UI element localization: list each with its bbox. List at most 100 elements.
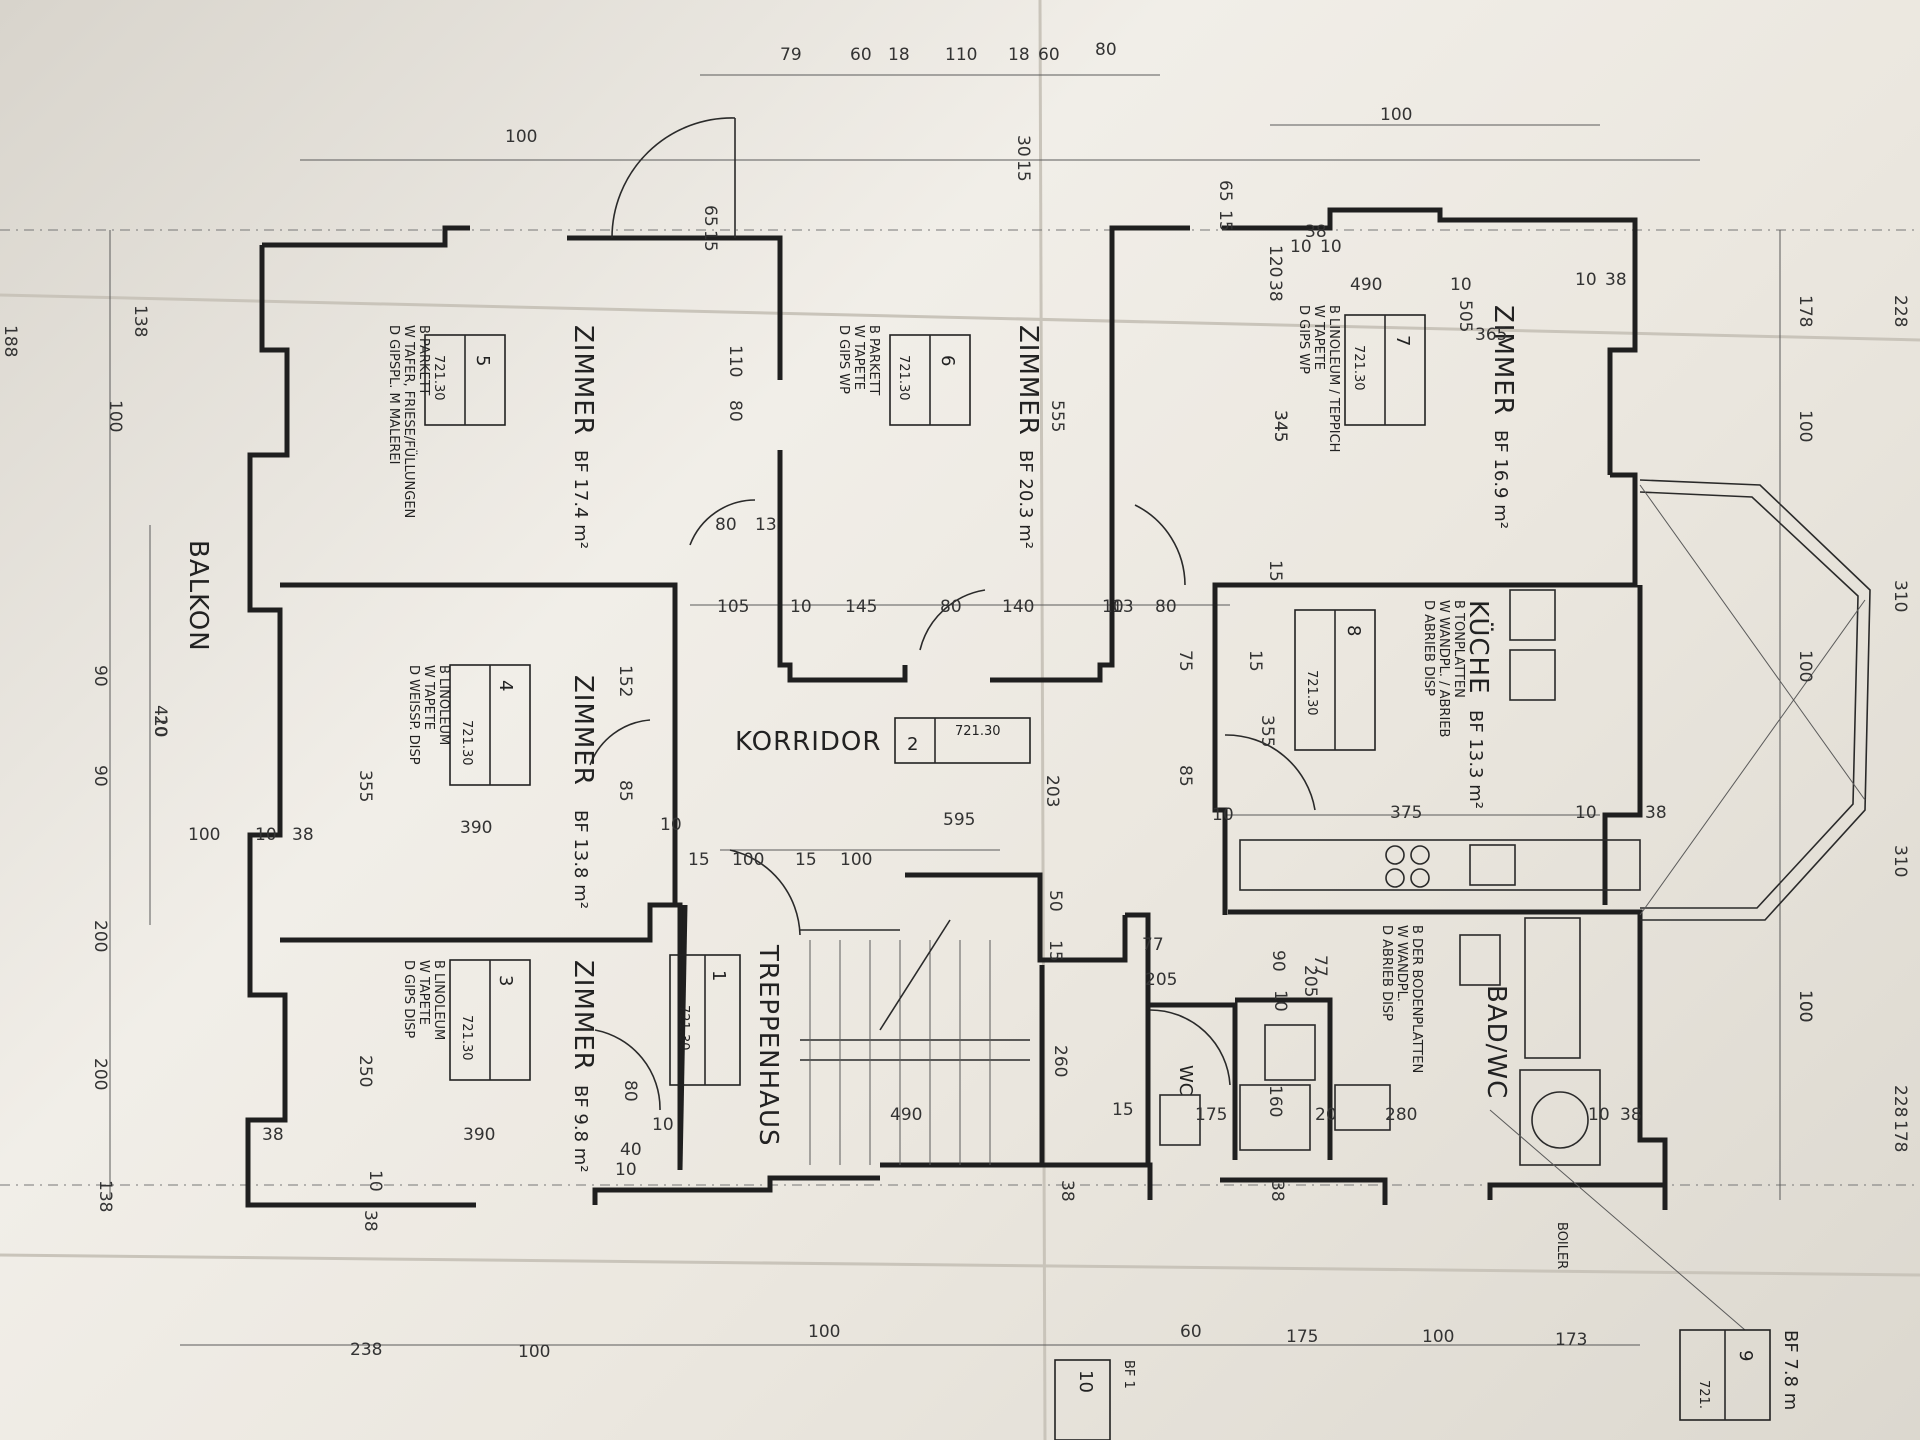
dimension-label: 10 [790,597,812,617]
dimension-label: 228 [1890,1085,1910,1117]
room-zimmer5-label: ZIMMER BF 17.4 m² 5 721.30 B PARKETT W T… [386,325,598,549]
dimension-label: 60 [1038,45,1060,65]
spec-ceiling: D ABRIEB DISP [1379,925,1394,1021]
room-area: BF 13.3 m² [1465,710,1486,809]
dimension-label: 355 [1257,715,1277,747]
spec-wall: W TAPETE [851,325,866,390]
room-kueche-label: KÜCHE BF 13.3 m² 8 721.30 B TONPLATTEN W… [1294,600,1495,809]
room-name: TREPPENHAUS [753,944,783,1146]
room-number: 7 [1392,335,1413,346]
spec-wall: W TAPETE [416,960,431,1025]
room-name: KÜCHE [1463,600,1495,695]
dimension-label: 105 [717,597,749,617]
dimension-label: 555 [1047,400,1067,432]
dimension-label: 38 [1267,1180,1287,1202]
dimension-label: 15 [1013,160,1033,182]
dimension-label: 77 [1142,935,1164,955]
dimension-label: 490 [1350,275,1382,295]
dimension-label: 310 [1890,845,1910,877]
room-code: 721.30 [955,724,1001,739]
dimension-label: 60 [850,45,872,65]
dimension-label: 175 [1195,1105,1227,1125]
dimension-label: 80 [1155,597,1177,617]
dimension-label: 110 [945,45,977,65]
room-code: 721.30 [676,1005,691,1051]
dimension-label: 38 [360,1210,380,1232]
dimension-label: 50 [1045,890,1065,912]
dimension-label: 90 [1268,950,1288,972]
room-number: 5 [472,355,493,366]
spec-ceiling: D GIPS DISP [401,960,416,1038]
room-10-label: 10 BF 1 [1054,1359,1136,1440]
spec-ceiling: D GIPS WP [836,325,851,394]
room-code: 721.30 [896,355,911,401]
dimension-label: 38 [1605,270,1627,290]
spec-wall: W WANDPL. [1394,925,1409,1002]
paper-fold-vertical [1038,0,1047,1440]
room-name: KORRIDOR [735,727,881,757]
dimension-label: 10 [1320,237,1342,257]
dimension-label: 188 [0,325,20,357]
room-number: 6 [937,355,958,366]
dimension-label: 100 [1795,410,1815,442]
dimension-label: 390 [463,1125,495,1145]
dimension-label: 90 [90,765,110,787]
dimension-label: 390 [460,818,492,838]
dimension-label: 178 [1890,1120,1910,1152]
dimension-label: 38 [292,825,314,845]
spec-floor: B PARKETT [866,325,881,395]
bathroom-fixtures [1159,917,1601,1166]
room-name: ZIMMER [568,325,598,436]
door-swings [589,117,1316,1111]
dimension-label: 20 [1315,1105,1337,1125]
dimension-label: 375 [1390,803,1422,823]
dimension-label: 30 [1013,135,1033,157]
dimension-label: 160 [1265,1085,1285,1117]
dimension-label: 200 [90,920,110,952]
spec-floor: B LINOLEUM [436,665,451,745]
room-zimmer3-label: ZIMMER BF 9.8 m² 3 721.30 B LINOLEUM W T… [401,959,598,1173]
dimension-label: 100 [840,850,872,870]
dimension-label: 152 [615,665,635,697]
dimension-label: 80 [725,400,745,422]
spec-floor: B TONPLATTEN [1451,600,1466,698]
room-zimmer7-label: ZIMMER BF 16.9 m² 7 721.30 B LINOLEUM / … [1296,305,1518,529]
room-9-label: 9 721. BF 7.8 m [1679,1329,1801,1421]
dimension-label: 38 [1265,280,1285,302]
room-number: 10 [1075,1370,1096,1393]
dimension-label: 20 [150,715,170,737]
room-code: 721.30 [1351,345,1366,391]
spec-floor: B PARKETT [416,325,431,395]
room-korridor-label: KORRIDOR 2 721.30 [735,717,1031,764]
dimension-label: 15 [1215,210,1235,232]
room-code: 721.30 [459,1015,474,1061]
dimension-label: 10 [1450,275,1472,295]
dimension-label: 365 [1475,325,1507,345]
dimension-label: 65 [1215,180,1235,202]
dimension-label: 100 [1422,1327,1454,1347]
dimension-label: 10 [1102,597,1124,617]
dimension-label: 280 [1385,1105,1417,1125]
room-area: BF 17.4 m² [570,450,591,549]
dimension-label: 13 [1112,597,1134,617]
dimension-label: 10 [255,825,277,845]
room-area: BF 13.8 m² [570,810,591,909]
dimension-label: 345 [1270,410,1290,442]
room-number: 4 [495,680,516,691]
dimension-label: 75 [1175,650,1195,672]
dimension-label: 175 [1286,1327,1318,1347]
dimension-label: 178 [1795,295,1815,327]
dimension-label: 10 [615,1160,637,1180]
room-name: BAD/WC [1481,985,1511,1099]
stair-treads [800,919,1030,1165]
dimension-label: 65 [700,205,720,227]
dimension-label: 90 [90,665,110,687]
dimension-label: 15 [1045,940,1065,962]
dimension-label: 80 [715,515,737,535]
dimension-label: 100 [732,850,764,870]
dimension-label: 15 [688,850,710,870]
dimension-label: 10 [1212,805,1234,825]
